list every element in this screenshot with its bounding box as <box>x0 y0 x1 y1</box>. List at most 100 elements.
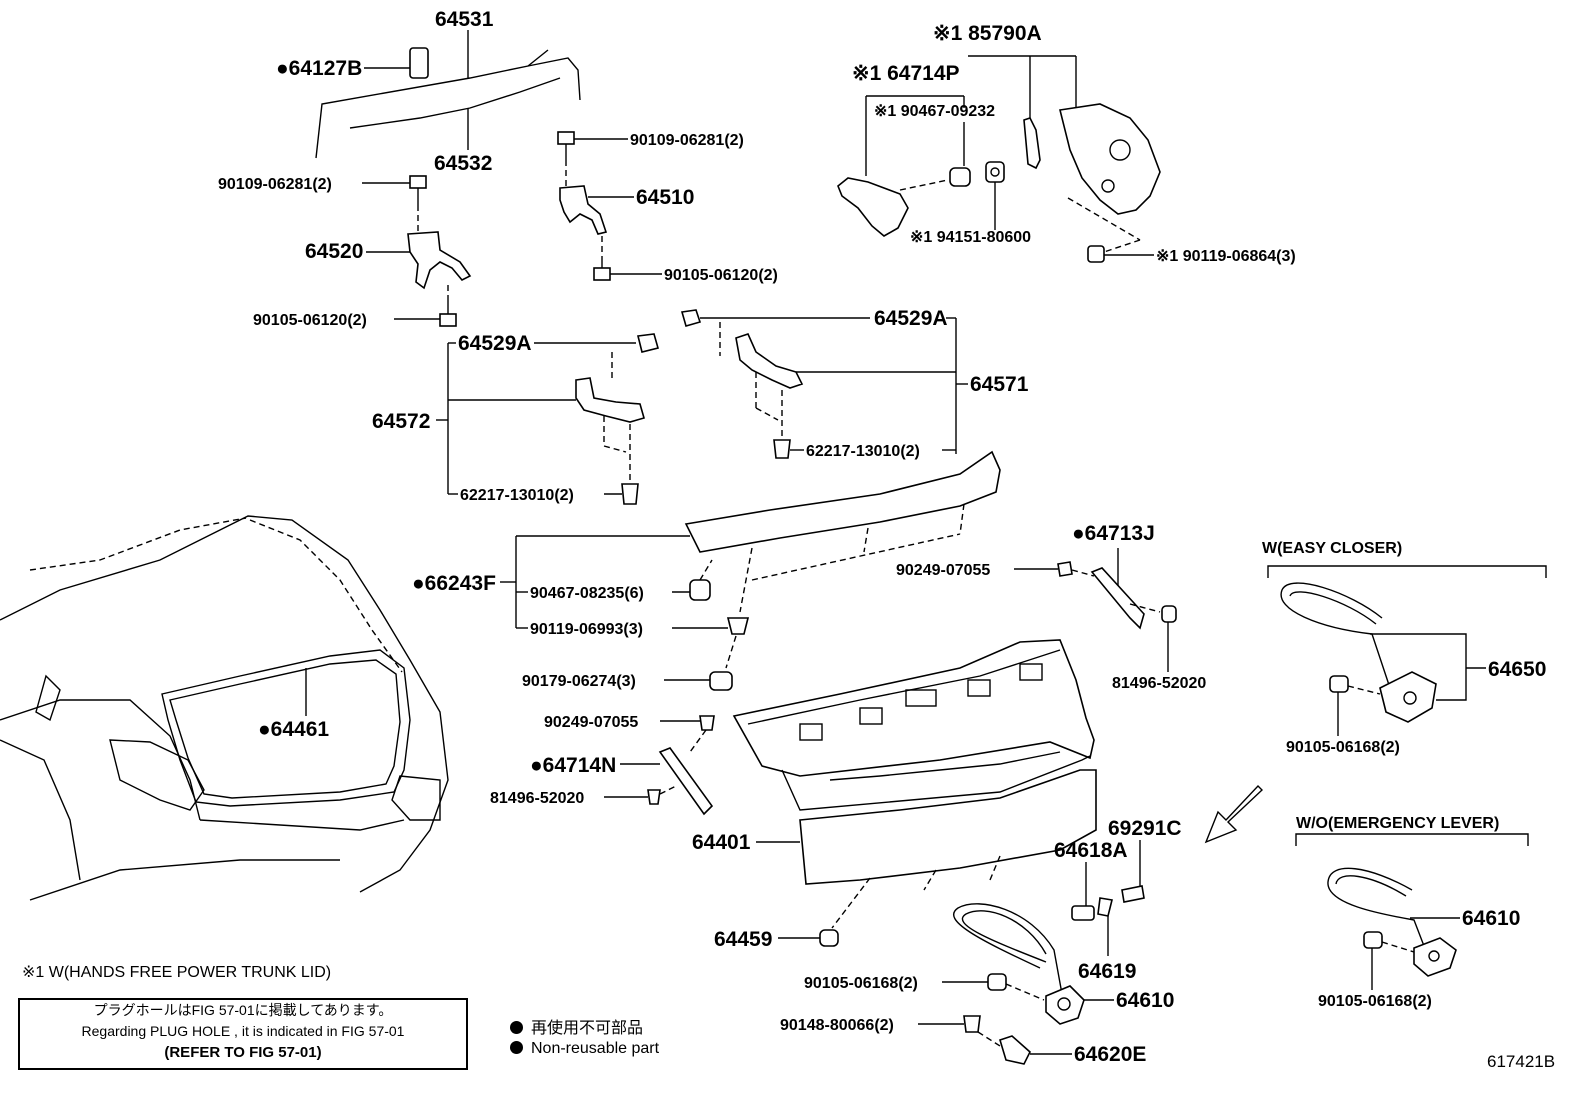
footnote-hands-free: ※1 W(HANDS FREE POWER TRUNK LID) <box>22 964 332 981</box>
label-81496-right: 81496-52020 <box>1112 675 1206 692</box>
part-90119-06993-bolt <box>726 617 750 635</box>
label-64459: 64459 <box>714 928 772 951</box>
part-64127B-clip <box>409 47 429 79</box>
part-90105-bolt-right <box>593 256 611 281</box>
part-69291C-switch <box>1121 885 1145 903</box>
note-english: Regarding PLUG HOLE , it is indicated in… <box>81 1023 405 1039</box>
part-64510-bracket <box>559 185 608 235</box>
label-64529A-right: 64529A <box>874 307 948 330</box>
label-94151-80600: ※1 94151-80600 <box>910 229 1031 246</box>
label-66243F: ●66243F <box>412 572 496 595</box>
legend-japanese: 再使用不可部品 <box>510 1014 643 1038</box>
label-64713J: ●64713J <box>1072 522 1155 545</box>
label-85790A: ※1 85790A <box>933 22 1042 45</box>
label-90119-06993: 90119-06993(3) <box>530 621 643 638</box>
direction-arrow <box>1204 784 1264 844</box>
part-94151-80600-nut <box>985 161 1005 183</box>
label-64531: 64531 <box>435 8 494 31</box>
part-64610-cable-alt <box>1327 867 1425 947</box>
part-90105-06168-bolt-main <box>987 973 1007 991</box>
part-90119-06864-bolt <box>1087 245 1105 263</box>
part-64620E-striker <box>999 1035 1031 1065</box>
label-90105-left: 90105-06120(2) <box>253 312 367 329</box>
label-64520: 64520 <box>305 240 363 263</box>
part-90467-09232-grommet <box>949 167 971 187</box>
label-90249-right: 90249-07055 <box>896 562 990 579</box>
part-64610-lock-cable <box>952 903 1063 995</box>
part-66243F-spoiler <box>684 450 1001 553</box>
part-90179-06274-nut <box>709 671 733 691</box>
label-64532: 64532 <box>434 152 492 175</box>
label-90109-right: 90109-06281(2) <box>630 132 744 149</box>
part-81496-52020-cap-left <box>647 789 661 805</box>
label-64618A: 64618A <box>1054 839 1128 862</box>
part-64650-closer <box>1379 671 1437 723</box>
label-64714P: ※1 64714P <box>852 62 960 85</box>
label-64529A-left: 64529A <box>458 332 532 355</box>
part-64520-bracket <box>407 231 472 290</box>
label-64714N: ●64714N <box>530 754 616 777</box>
part-64714P-cover <box>837 177 909 237</box>
part-90148-80066-bolt <box>963 1015 981 1033</box>
label-64510: 64510 <box>636 186 694 209</box>
figure-number: 617421B <box>1487 1052 1556 1071</box>
label-64610-main: 64610 <box>1116 989 1174 1012</box>
part-64618A-cylinder <box>1071 905 1095 921</box>
part-62217-clip-left <box>621 483 639 505</box>
legend-english: Non-reusable part <box>510 1040 659 1058</box>
part-90109-bolt-left <box>409 175 427 205</box>
label-69291C: 69291C <box>1108 817 1182 840</box>
label-90105-06168-closer: 90105-06168(2) <box>1286 739 1400 756</box>
label-90148-80066: 90148-80066(2) <box>780 1017 894 1034</box>
car-rear-outline <box>0 515 449 901</box>
part-64529A-clip-right <box>680 309 702 327</box>
part-64571-bracket <box>735 333 804 389</box>
part-90105-06168-bolt-closer <box>1329 675 1349 693</box>
label-64127B: ●64127B <box>276 57 362 80</box>
label-90467-09232: ※1 90467-09232 <box>874 103 995 120</box>
part-64531-cable <box>315 49 581 159</box>
label-90467-08235: 90467-08235(6) <box>530 585 644 602</box>
part-64529A-clip-left <box>637 333 659 353</box>
part-90467-08235-grommet <box>689 579 711 601</box>
part-62217-clip-right <box>773 439 791 459</box>
label-90249-left: 90249-07055 <box>544 714 638 731</box>
part-64714N-stay <box>658 747 714 816</box>
label-90109-left: 90109-06281(2) <box>218 176 332 193</box>
part-64619-clip <box>1097 897 1113 917</box>
label-90105-right: 90105-06120(2) <box>664 267 778 284</box>
note-reference: (REFER TO FIG 57-01) <box>164 1044 322 1061</box>
part-64713J-stay <box>1090 567 1145 630</box>
label-64650: 64650 <box>1488 658 1546 681</box>
label-90105-06168-main: 90105-06168(2) <box>804 975 918 992</box>
part-81496-52020-cap-right <box>1161 605 1177 623</box>
label-81496-left: 81496-52020 <box>490 790 584 807</box>
part-64459-grommet <box>819 929 839 947</box>
legend-jp-text: 再使用不可部品 <box>531 1020 644 1037</box>
label-64572: 64572 <box>372 410 430 433</box>
part-64401-trunk-lid <box>732 639 1097 885</box>
label-64610-alt: 64610 <box>1462 907 1520 930</box>
label-emergency-lever: W/O(EMERGENCY LEVER) <box>1296 815 1499 832</box>
legend-en-text: Non-reusable part <box>531 1040 660 1057</box>
part-90249-07055-clip-right <box>1057 561 1073 577</box>
bullet-icon <box>510 1041 523 1054</box>
part-64610-lock-alt <box>1413 937 1457 977</box>
part-85790A-actuator <box>1023 103 1161 215</box>
label-64461: ●64461 <box>258 718 329 741</box>
part-90249-07055-clip-left <box>699 715 715 731</box>
label-64619: 64619 <box>1078 960 1136 983</box>
note-japanese: プラグホールはFIG 57-01に掲載してあります。 <box>93 1002 393 1018</box>
label-62217-right: 62217-13010(2) <box>806 443 920 460</box>
part-90105-bolt-left <box>439 300 457 327</box>
label-90119-06864: ※1 90119-06864(3) <box>1156 248 1296 265</box>
label-64571: 64571 <box>970 373 1029 396</box>
label-easy-closer: W(EASY CLOSER) <box>1262 540 1402 557</box>
part-90109-bolt-right <box>557 131 575 160</box>
part-64650-closer-cable <box>1280 582 1391 689</box>
part-64610-lock <box>1045 985 1085 1025</box>
label-90179-06274: 90179-06274(3) <box>522 673 636 690</box>
label-64401: 64401 <box>692 831 751 854</box>
label-62217-left: 62217-13010(2) <box>460 487 574 504</box>
